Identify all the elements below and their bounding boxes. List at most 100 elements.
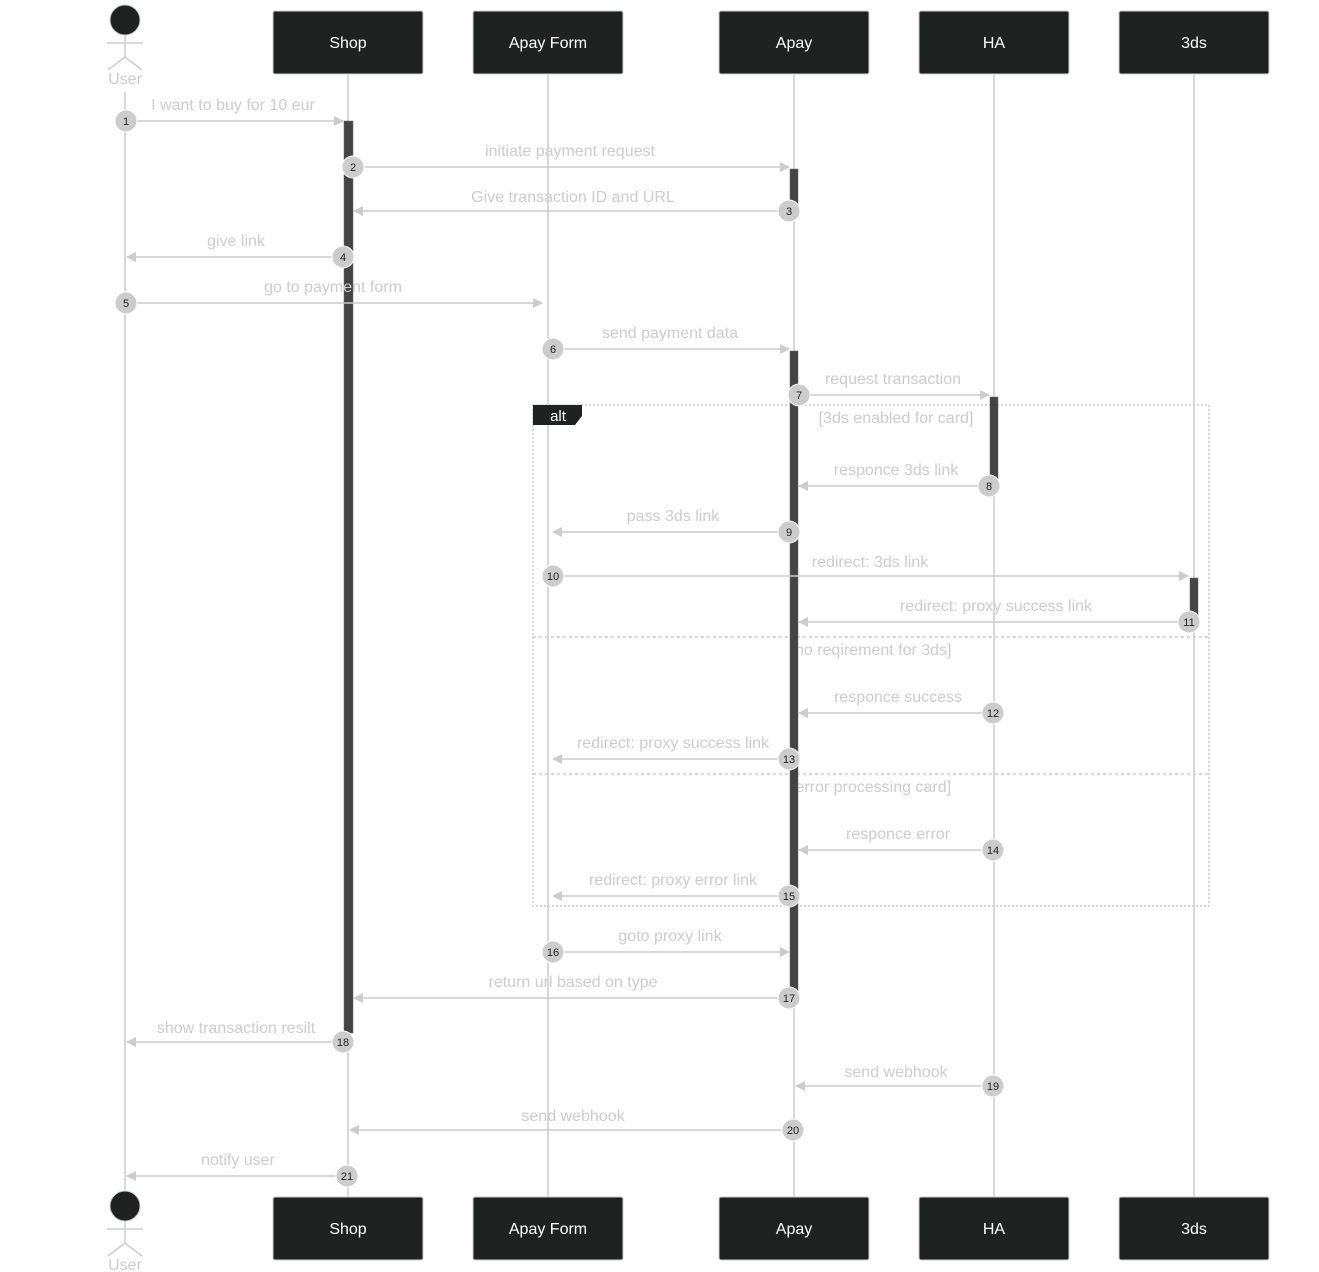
messages: I want to buy for 10 eur initiate paymen… <box>126 97 1189 1181</box>
participant-label: 3ds <box>1181 1221 1207 1238</box>
participant-label: Shop <box>329 35 366 52</box>
sequence-number: 14 <box>987 845 999 857</box>
sequence-number-badge: 14 <box>981 838 1005 862</box>
alt-condition: [error processing card] <box>791 779 951 796</box>
sequence-number: 20 <box>787 1125 799 1137</box>
actor-user-bottom: User <box>107 1190 143 1272</box>
sequence-number-badge: 5 <box>114 291 138 315</box>
message-label: pass 3ds link <box>627 508 720 525</box>
participant-box-apay-form: Apay Form <box>472 10 624 75</box>
sequence-number: 15 <box>783 891 795 903</box>
sequence-numbers: 1 2 3 4 5 6 7 8 9 10 11 12 13 14 15 16 1… <box>114 109 1201 1188</box>
sequence-number: 12 <box>987 708 999 720</box>
message-label: notify user <box>201 1152 275 1169</box>
alt-label: alt <box>550 408 567 425</box>
sequence-number: 8 <box>986 481 992 493</box>
sequence-number-badge: 15 <box>777 884 801 908</box>
participant-box-apay: Apay <box>718 1196 870 1261</box>
message-label: responce error <box>846 826 951 843</box>
sequence-number-badge: 20 <box>781 1118 805 1142</box>
activation-ha <box>989 396 999 480</box>
sequence-number-badge: 21 <box>335 1164 359 1188</box>
message-label: initiate payment request <box>485 143 655 160</box>
participant-label: HA <box>983 1221 1006 1238</box>
sequence-number: 13 <box>783 754 795 766</box>
participant-label: HA <box>983 35 1006 52</box>
sequence-number: 4 <box>340 252 346 264</box>
participant-label: Apay Form <box>509 35 587 52</box>
sequence-number-badge: 11 <box>1177 610 1201 634</box>
sequence-number: 11 <box>1183 617 1194 629</box>
participant-label: Apay <box>776 35 812 52</box>
sequence-number-badge: 19 <box>981 1074 1005 1098</box>
sequence-number-badge: 6 <box>541 337 565 361</box>
message-label: responce success <box>834 689 962 706</box>
participant-label: 3ds <box>1181 35 1207 52</box>
sequence-number: 2 <box>350 162 356 174</box>
message-label: send payment data <box>602 325 738 342</box>
participant-box-shop: Shop <box>272 1196 424 1261</box>
participant-box-ha: HA <box>918 10 1070 75</box>
message-label: return url based on type <box>489 974 658 991</box>
message-label: go to payment form <box>264 279 402 296</box>
sequence-number: 21 <box>341 1171 353 1183</box>
participant-box-apay: Apay <box>718 10 870 75</box>
message-label: I want to buy for 10 eur <box>151 97 315 114</box>
sequence-number-badge: 12 <box>981 701 1005 725</box>
participant-box-3ds: 3ds <box>1118 1196 1270 1261</box>
message-label: redirect: proxy success link <box>900 598 1093 615</box>
sequence-number: 19 <box>987 1081 999 1093</box>
participant-box-3ds: 3ds <box>1118 10 1270 75</box>
sequence-number-badge: 17 <box>777 986 801 1010</box>
sequence-number-badge: 10 <box>541 564 565 588</box>
message-label: show transaction resilt <box>157 1020 316 1037</box>
participant-box-ha: HA <box>918 1196 1070 1261</box>
sequence-number: 7 <box>796 390 802 402</box>
alt-block: alt [3ds enabled for card] [no reqiremen… <box>532 404 1210 907</box>
message-label: redirect: 3ds link <box>812 554 929 571</box>
participants-bottom: User Shop Apay Form Apay HA 3ds <box>107 1190 1270 1272</box>
sequence-number-badge: 3 <box>777 199 801 223</box>
sequence-number-badge: 18 <box>331 1030 355 1054</box>
sequence-number: 10 <box>547 571 559 583</box>
sequence-number-badge: 16 <box>541 940 565 964</box>
participant-label: User <box>108 71 142 88</box>
participant-label: Apay Form <box>509 1221 587 1238</box>
user-icon <box>109 4 141 36</box>
sequence-number: 9 <box>786 527 792 539</box>
message-label: send webhook <box>521 1108 625 1125</box>
sequence-number-badge: 1 <box>114 109 138 133</box>
message-label: give link <box>207 233 266 250</box>
alt-condition: [no reqirement for 3ds] <box>791 642 952 659</box>
message-label: redirect: proxy success link <box>577 735 770 752</box>
participant-label: User <box>108 1257 142 1272</box>
alt-frame <box>532 404 1210 907</box>
sequence-number: 16 <box>547 947 559 959</box>
sequence-number: 17 <box>783 993 795 1005</box>
message-label: goto proxy link <box>618 928 722 945</box>
sequence-number: 1 <box>123 116 129 128</box>
sequence-number: 3 <box>786 206 792 218</box>
sequence-number: 18 <box>337 1037 349 1049</box>
participant-label: Shop <box>329 1221 366 1238</box>
user-icon <box>109 1190 141 1222</box>
sequence-number: 5 <box>123 298 129 310</box>
message-label: send webhook <box>844 1064 948 1081</box>
alt-condition: [3ds enabled for card] <box>819 410 974 427</box>
alt-label-tab <box>533 405 582 425</box>
message-label: request transaction <box>825 371 961 388</box>
sequence-number-badge: 2 <box>341 155 365 179</box>
participant-box-apay-form: Apay Form <box>472 1196 624 1261</box>
sequence-number: 6 <box>550 344 556 356</box>
message-label: Give transaction ID and URL <box>471 189 675 206</box>
participants-top: User Shop Apay Form Apay HA 3ds <box>107 4 1270 88</box>
activation-3ds <box>1189 577 1199 617</box>
sequence-number-badge: 4 <box>331 245 355 269</box>
sequence-number-badge: 13 <box>777 747 801 771</box>
sequence-number-badge: 8 <box>977 474 1001 498</box>
sequence-number-badge: 9 <box>777 520 801 544</box>
message-label: responce 3ds link <box>834 462 960 479</box>
sequence-number-badge: 7 <box>787 383 811 407</box>
message-label: redirect: proxy error link <box>589 872 758 889</box>
